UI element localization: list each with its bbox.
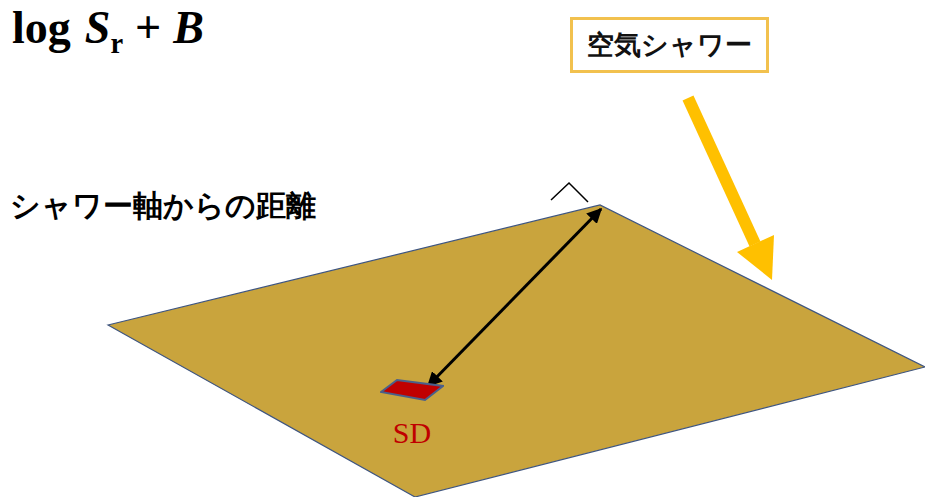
formula-term: B [173, 2, 204, 53]
detector-shape [381, 380, 443, 400]
formula-term: log [12, 2, 71, 53]
label-group: シャワー軸からの距離 [10, 186, 316, 225]
label-box: 空気シャワー [570, 17, 769, 73]
detector-symbol [380, 378, 444, 402]
subscript: r [110, 28, 123, 59]
distance-label: シャワー軸からの距離 [10, 186, 316, 225]
box-label: 空気シャワー [587, 28, 752, 62]
formula: log Sr +B [12, 0, 204, 61]
formula-term: + [135, 2, 161, 53]
right-angle-mark [551, 183, 588, 202]
formula-term: S [85, 2, 111, 53]
shower-axis [688, 98, 755, 244]
shower-arrowhead [737, 235, 774, 280]
ground-plane [108, 205, 925, 497]
detector-label: SD [380, 416, 444, 449]
detector-node: SD [380, 378, 444, 449]
distance-arrow [428, 209, 601, 386]
